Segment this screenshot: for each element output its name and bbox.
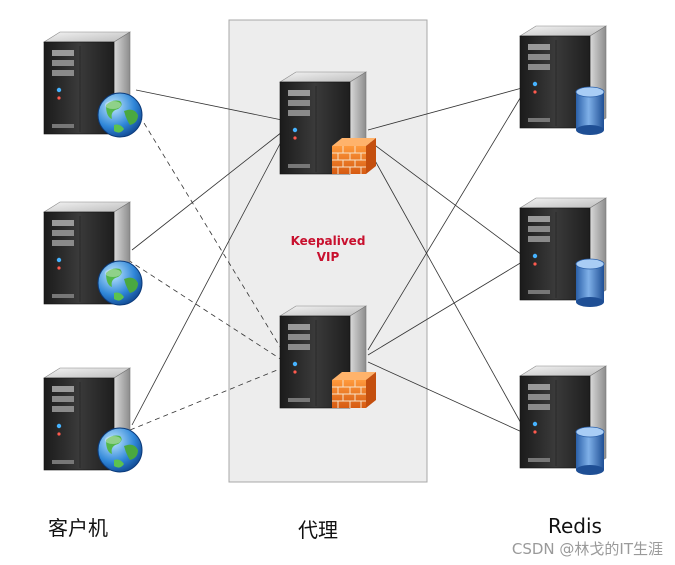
globe-icon	[97, 260, 143, 306]
redis-server-1	[519, 25, 607, 136]
firewall-icon	[331, 137, 377, 175]
edge-client2-proxy1	[131, 131, 283, 251]
globe-icon	[97, 92, 143, 138]
edge-client3-proxy2	[129, 367, 283, 431]
database-icon	[575, 258, 605, 308]
redis-label: Redis	[548, 514, 602, 538]
vip-line-2: VIP	[316, 250, 340, 264]
edge-proxy1-redis2	[367, 139, 523, 256]
vip-line-1: Keepalived	[290, 234, 366, 248]
redis-server-3	[519, 365, 607, 476]
edge-proxy2-redis2	[367, 261, 523, 356]
redis-server-2	[519, 197, 607, 308]
clients-label: 客户机	[48, 516, 108, 540]
watermark: CSDN @林戈的IT生涯	[511, 540, 663, 558]
edge-client2-proxy2	[127, 259, 283, 361]
connections	[127, 87, 523, 433]
database-icon	[575, 426, 605, 476]
proxy-server-2	[279, 305, 377, 409]
globe-icon	[97, 427, 143, 473]
edge-client3-proxy1	[131, 139, 283, 426]
database-icon	[575, 86, 605, 136]
client-server-1	[43, 31, 143, 138]
edge-proxy2-redis3	[367, 361, 523, 433]
client-server-3	[43, 367, 143, 473]
edge-proxy1-redis3	[367, 147, 523, 426]
proxy-label: 代理	[298, 518, 338, 542]
client-server-2	[43, 201, 143, 306]
edge-proxy1-redis1	[367, 87, 523, 131]
edge-proxy2-redis1	[367, 94, 523, 351]
keepalived-vip-label: Keepalived VIP	[268, 233, 388, 265]
firewall-icon	[331, 371, 377, 409]
edge-client1-proxy1	[135, 89, 283, 121]
proxy-server-1	[279, 71, 377, 175]
edge-client1-proxy2	[129, 99, 283, 351]
